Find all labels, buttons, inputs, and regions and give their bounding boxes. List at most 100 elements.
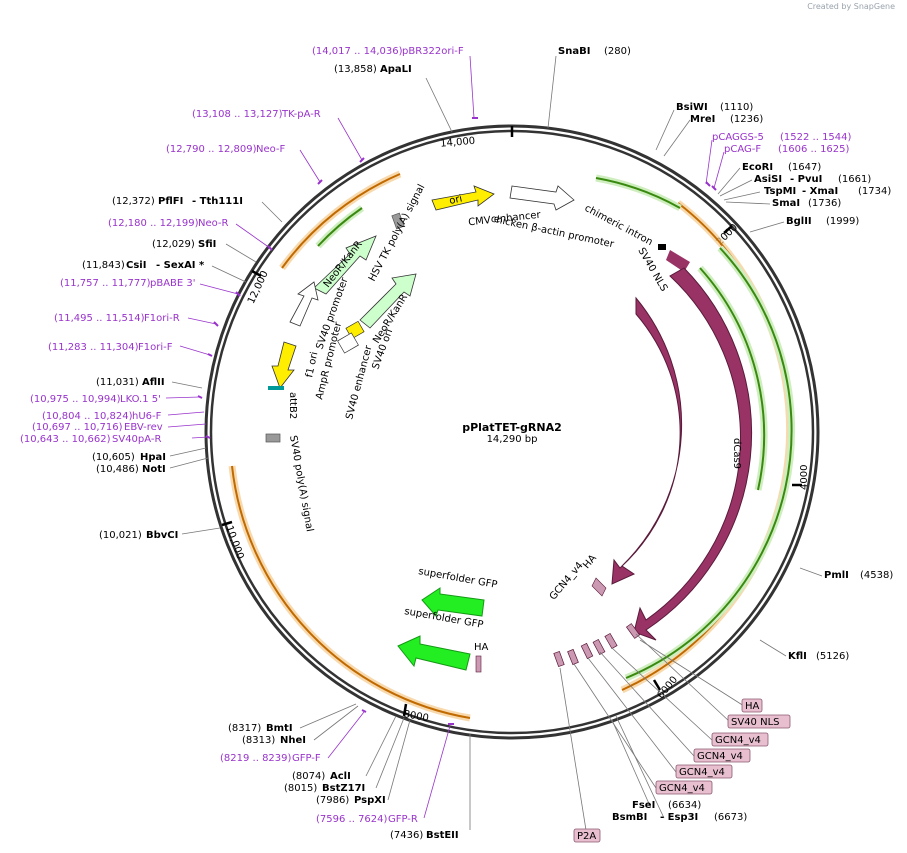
- leader-gcn4-box1: [611, 647, 713, 741]
- site-pbr322: pBR322ori-F: [402, 46, 464, 57]
- site-gfpr: GFP-R: [388, 814, 418, 825]
- box-sv40nls-text: SV40 NLS: [731, 717, 780, 728]
- site-gfpr-pos: (7596 .. 7624): [316, 814, 388, 825]
- leader-sfii: [225, 243, 257, 263]
- site-pbabe: pBABE 3': [150, 278, 196, 289]
- leader-fsei: [611, 719, 651, 807]
- site-tspmi: TspMI: [764, 186, 796, 197]
- site-pmli: PmlI: [824, 570, 849, 581]
- site-hu6: hU6-F: [132, 411, 162, 422]
- leader-smai: [725, 201, 771, 205]
- site-pflfi: PflFI: [158, 196, 183, 207]
- leader-sv40pa: [191, 436, 209, 439]
- leader-sv40nls-box: [635, 633, 731, 723]
- brand-prefix: Created by: [807, 2, 852, 11]
- box-gcn4-3-text: GCN4_v4: [679, 767, 725, 778]
- leader-tspmi: [723, 191, 761, 201]
- site-csii-pos: (11,843): [82, 260, 125, 271]
- leader-acli: [365, 715, 397, 777]
- leader-gcn4-box3: [587, 657, 677, 773]
- box-gcn4-1-text: GCN4_v4: [715, 735, 761, 746]
- site-tspmi-pos: (1734): [858, 186, 891, 197]
- site-pbabe-pos: (11,757 .. 11,777): [60, 278, 151, 289]
- leader-gcn4-box2: [599, 651, 695, 757]
- feature-ha-top-arrow: [591, 577, 607, 597]
- leader-neof: [299, 149, 321, 183]
- site-pmli-pos: (4538): [860, 570, 893, 581]
- site-bsteii-pos: (7436): [390, 830, 423, 841]
- site-tk: TK-pA-R: [281, 109, 321, 120]
- leader-neor: [235, 223, 271, 249]
- leader-gfpr: [423, 725, 451, 819]
- site-bsiwi-pos: (1110): [720, 102, 753, 113]
- arc-green-right-inner-line: [699, 267, 766, 491]
- site-csii: CsiI: [126, 260, 146, 271]
- gcn4-markers: [553, 623, 641, 668]
- feature-chimeric-intron-mark: [658, 244, 666, 250]
- site-bsmbi: BsmBI: [612, 812, 647, 823]
- tick-8000: [402, 703, 408, 717]
- tick-6000: [652, 679, 662, 691]
- feature-label-sfgfp-1: superfolder GFP: [417, 566, 498, 591]
- site-nhei: NheI: [280, 735, 306, 746]
- site-sfii-pos: (12,029): [152, 239, 195, 250]
- feature-label-hsv-tk-polya: HSV TK poly(A) signal: [367, 183, 428, 284]
- leader-bstz17i: [375, 717, 405, 789]
- site-acli: AclI: [330, 771, 351, 782]
- leader-snabi: [547, 55, 557, 129]
- leader-apali: [425, 77, 453, 133]
- leader-pflfi: [261, 201, 283, 223]
- site-pflfi-pos: (12,372): [112, 196, 155, 207]
- site-fsei: FseI: [632, 800, 655, 811]
- leader-mrei: [663, 119, 691, 157]
- tick-label-14000: 14,000: [440, 136, 476, 150]
- feature-label-ori: ori: [448, 193, 463, 206]
- arc-green-right-outer-line: [625, 247, 793, 679]
- site-ecori-pos: (1647): [788, 162, 821, 173]
- leader-f1r: [187, 317, 217, 325]
- tick-label-8000: 8000: [403, 709, 430, 724]
- site-apali: ApaLI: [380, 64, 412, 75]
- site-kfli-pos: (5126): [816, 651, 849, 662]
- site-sfii: SfiI: [198, 239, 216, 250]
- tick-10000: [221, 520, 233, 527]
- site-kfli: KflI: [788, 651, 807, 662]
- leader-bsiwi: [655, 109, 675, 151]
- site-sv40pa-pos: (10,643 .. 10,662): [20, 434, 111, 445]
- leader-gcn4-box4: [573, 663, 657, 789]
- feature-label-cas9: Cas9: [692, 435, 703, 460]
- leader-bmti: [299, 703, 357, 729]
- feature-label-attb2: attB2: [287, 392, 298, 419]
- site-labels-bottom: FseI (6634) BsmBI - Esp3I (6673) (7436) …: [220, 723, 747, 841]
- gcn4-marker-3: [580, 642, 594, 660]
- gcn4-marker-2: [567, 648, 579, 666]
- site-pcagf-pos: (1606 .. 1625): [778, 144, 850, 155]
- site-sv40pa: SV40pA-R: [112, 434, 161, 445]
- leader-ha-box: [639, 639, 745, 707]
- site-nhei-pos: (8313): [242, 735, 275, 746]
- site-bmti-pos: (8317): [228, 723, 261, 734]
- site-bglii: BglII: [786, 216, 812, 227]
- arc-orange-left-line: [231, 465, 471, 719]
- site-bsiwi: BsiWI: [676, 102, 708, 113]
- gcn4-marker-4: [592, 638, 606, 656]
- leader-pspxi: [387, 719, 411, 801]
- tick-label-4000: 4000: [799, 465, 810, 490]
- site-bbvci: BbvCI: [146, 530, 178, 541]
- feature-neor-lower-arrow: [359, 273, 417, 329]
- leader-hpai: [169, 447, 207, 457]
- site-hpai: HpaI: [140, 452, 166, 463]
- site-mrei: MreI: [690, 114, 715, 125]
- site-snabi: SnaBI: [558, 46, 590, 57]
- site-neor-pos: (12,180 .. 12,199): [108, 218, 199, 229]
- box-gcn4-2-text: GCN4_v4: [697, 751, 743, 762]
- feature-f1ori-arrow: [271, 341, 297, 389]
- leader-hu6: [167, 411, 205, 416]
- site-smai: SmaI: [772, 198, 800, 209]
- feature-label-dcas9: dCas9: [731, 438, 742, 469]
- box-sv40nls: [727, 714, 791, 729]
- site-hu6-pos: (10,804 .. 10,824): [42, 411, 133, 422]
- box-gcn4-2: [693, 748, 751, 763]
- leader-gfpf: [327, 711, 365, 759]
- site-mrei-pos: (1236): [730, 114, 763, 125]
